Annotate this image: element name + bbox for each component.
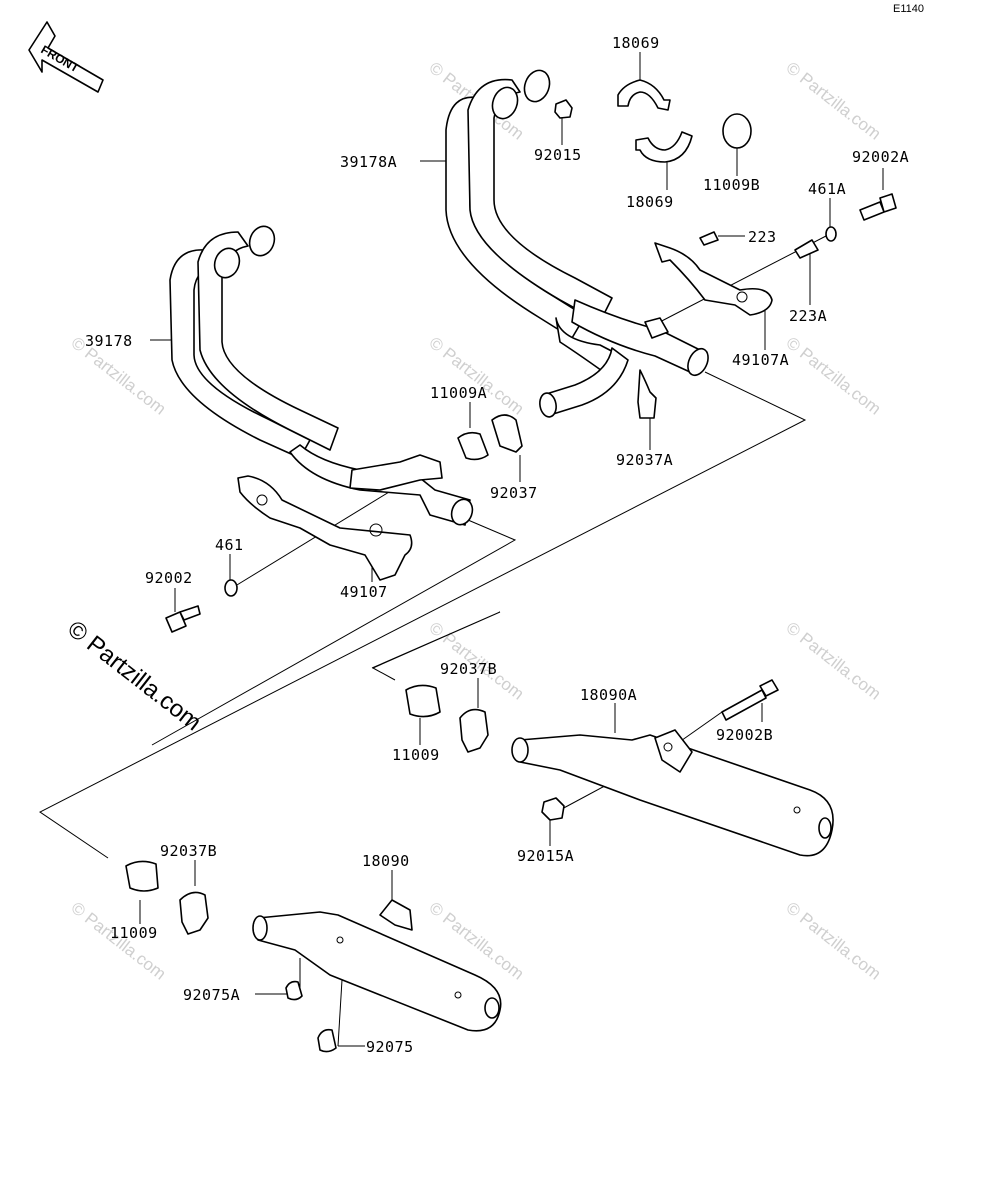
bolt-223	[699, 231, 719, 246]
watermark: © Partzilla.com	[783, 618, 885, 704]
gasket-11009-upper	[405, 684, 441, 718]
part-label-92075a: 92075A	[183, 986, 240, 1004]
part-label-11009-lower: 11009	[110, 924, 158, 942]
part-label-223: 223	[748, 228, 777, 246]
part-label-11009-upper: 11009	[392, 746, 440, 764]
bolt-92002	[165, 605, 201, 633]
part-label-461: 461	[215, 536, 244, 554]
part-label-92037: 92037	[490, 484, 538, 502]
bolt-92002b	[721, 679, 779, 721]
watermark: © Partzilla.com	[426, 333, 528, 419]
part-label-92037a: 92037A	[616, 451, 673, 469]
part-labels: 18069 18069 92015 39178A 11009B 92002A 4…	[85, 34, 909, 1056]
gasket-11009a	[457, 431, 489, 461]
part-label-39178: 39178	[85, 332, 133, 350]
muffler-18090	[252, 899, 502, 1032]
front-arrow-icon: FRONT	[28, 21, 104, 93]
part-label-92002b: 92002B	[716, 726, 773, 744]
part-label-92015a: 92015A	[517, 847, 574, 865]
part-label-49107: 49107	[340, 583, 388, 601]
muffler-18090a	[511, 729, 834, 857]
part-label-11009a: 11009A	[430, 384, 487, 402]
part-label-223a: 223A	[789, 307, 827, 325]
clamp-18069-bottom	[635, 131, 693, 163]
part-label-18069-top: 18069	[612, 34, 660, 52]
part-label-92002a: 92002A	[852, 148, 909, 166]
clamp-18069-top	[617, 79, 671, 111]
part-label-18069-bottom: 18069	[626, 193, 674, 211]
watermark-large: © Partzilla.com	[62, 615, 206, 736]
diagram-code: E1140	[893, 3, 924, 15]
clamp-92037b-upper	[459, 708, 489, 753]
part-label-92002: 92002	[145, 569, 193, 587]
bracket-49107a	[654, 242, 773, 316]
watermark: © Partzilla.com	[783, 58, 885, 144]
nut-92015a	[541, 797, 565, 821]
watermark: © Partzilla.com	[783, 333, 885, 419]
bolt-92002a	[859, 193, 897, 221]
watermark: © Partzilla.com	[783, 898, 885, 984]
grommet-92075a	[285, 980, 303, 1001]
grommet-92075	[317, 1028, 337, 1053]
bolt-223a	[794, 239, 819, 259]
part-label-461a: 461A	[808, 180, 846, 198]
washer-461	[224, 579, 238, 597]
nut-92015	[554, 99, 573, 119]
part-label-92015: 92015	[534, 146, 582, 164]
part-label-49107a: 49107A	[732, 351, 789, 369]
part-label-39178a: 39178A	[340, 153, 397, 171]
part-label-11009b: 11009B	[703, 176, 760, 194]
clamp-92037a	[637, 369, 657, 419]
part-label-18090a: 18090A	[580, 686, 637, 704]
bracket-49107	[237, 475, 413, 581]
gasket-11009-lower	[125, 860, 159, 892]
washer-461a	[825, 226, 837, 242]
part-label-92037b-upper: 92037B	[440, 660, 497, 678]
part-label-18090: 18090	[362, 852, 410, 870]
part-label-92075: 92075	[366, 1038, 414, 1056]
gasket-11009b	[722, 113, 752, 149]
exhaust-pipe-39178a	[445, 69, 709, 418]
clamp-92037b-lower	[179, 891, 209, 935]
exhaust-pipe-39178	[169, 225, 474, 526]
clamp-92037	[491, 414, 523, 453]
part-label-92037b-lower: 92037B	[160, 842, 217, 860]
